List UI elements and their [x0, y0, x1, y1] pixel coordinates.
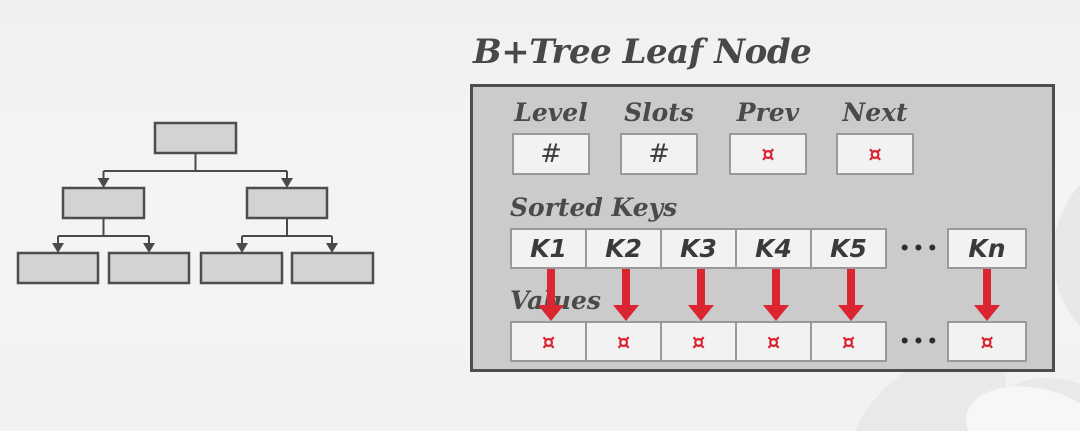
key-cell-kn: Kn: [947, 228, 1027, 269]
value-cell-kn: ¤: [947, 321, 1027, 362]
key-cell: K4: [735, 228, 812, 269]
arrowhead-icon: [236, 243, 248, 253]
key-to-value-arrow-icon: [538, 269, 564, 321]
key-to-value-arrow-icon: [838, 269, 864, 321]
key-cell: K1: [510, 228, 587, 269]
arrowhead-icon: [52, 243, 64, 253]
field-label-prev: Prev: [736, 98, 800, 127]
value-cell: ¤: [810, 321, 887, 362]
key-cell: K2: [585, 228, 662, 269]
tree-root-node: [153, 121, 238, 155]
background-ring-decoration: [1053, 148, 1080, 363]
pointer-icon: ¤: [841, 329, 856, 354]
keys-ellipsis: •••: [899, 238, 941, 259]
field-box-prev: ¤: [729, 133, 807, 175]
pointer-icon: ¤: [868, 142, 882, 166]
pointer-icon: ¤: [691, 329, 706, 354]
field-label-slots: Slots: [624, 98, 694, 127]
field-box-slots: #: [620, 133, 698, 175]
leaf-node-panel: Level Slots Prev Next # # ¤ ¤ Sorted Key…: [470, 84, 1055, 372]
tree-leaf-node: [290, 251, 375, 285]
pointer-icon: ¤: [766, 329, 781, 354]
pointer-icon: ¤: [980, 329, 994, 354]
key-to-value-arrow-icon: [688, 269, 714, 321]
value-cell: ¤: [510, 321, 587, 362]
tree-internal-node: [245, 186, 329, 220]
tree-internal-node: [61, 186, 146, 220]
key-cell: K3: [660, 228, 737, 269]
sorted-keys-row: K1 K2 K3 K4 K5: [510, 228, 887, 269]
field-label-next: Next: [842, 98, 908, 127]
field-box-next: ¤: [836, 133, 914, 175]
pointer-icon: ¤: [541, 329, 556, 354]
values-ellipsis: •••: [899, 331, 941, 352]
tree-leaf-node: [199, 251, 284, 285]
values-row: ¤ ¤ ¤ ¤ ¤: [510, 321, 887, 362]
arrowhead-icon: [97, 178, 110, 188]
number-placeholder: #: [540, 139, 562, 169]
field-box-level: #: [512, 133, 590, 175]
tree-leaf-node: [16, 251, 100, 285]
key-to-value-arrow-icon: [974, 269, 1000, 321]
tree-leaf-node: [107, 251, 191, 285]
key-to-value-arrow-icon: [613, 269, 639, 321]
arrowhead-icon: [326, 243, 338, 253]
pointer-icon: ¤: [616, 329, 631, 354]
page-title: B+Tree Leaf Node: [473, 32, 812, 72]
number-placeholder: #: [648, 139, 670, 169]
pointer-icon: ¤: [761, 142, 775, 166]
value-cell: ¤: [735, 321, 812, 362]
btree-overview-diagram: [16, 121, 375, 285]
key-cell: K5: [810, 228, 887, 269]
key-to-value-arrow-icon: [763, 269, 789, 321]
field-label-level: Level: [514, 98, 588, 127]
arrowhead-icon: [281, 178, 293, 188]
sorted-keys-label: Sorted Keys: [510, 193, 678, 222]
value-cell: ¤: [660, 321, 737, 362]
value-cell: ¤: [585, 321, 662, 362]
arrowhead-icon: [143, 243, 155, 253]
